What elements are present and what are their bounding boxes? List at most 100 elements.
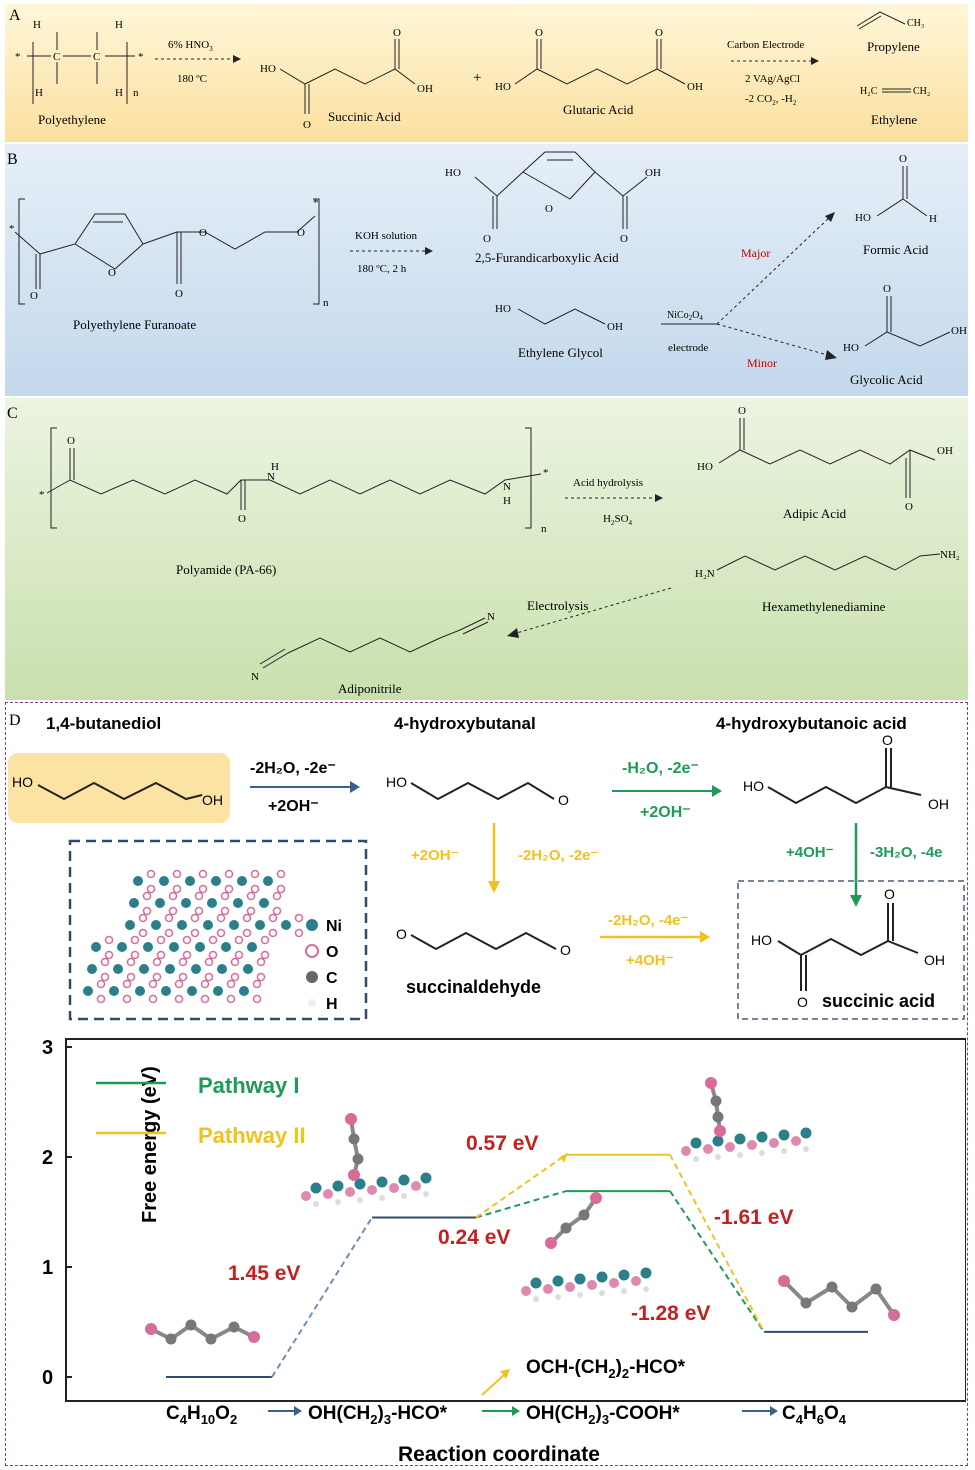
propylene-structure [856,11,906,30]
h-atom [379,1195,385,1201]
o-atom [198,884,208,894]
butanediol-highlight [8,753,230,823]
step3-left: +2OH⁻ [411,847,459,864]
y-tick-label: 0 [42,1367,53,1389]
ni-atom [161,986,171,996]
step1-bottom: +2OH⁻ [268,798,319,815]
o-atom [268,928,278,938]
o-atom [152,957,162,967]
o-atom [178,972,188,982]
state-4: C4H6O4 [782,1403,847,1427]
svg-text:O: O [882,732,893,748]
svg-text:HO: HO [445,167,461,179]
o-atom [96,994,106,1004]
o-atom [260,950,270,960]
adipic-acid-structure [718,418,936,498]
ni-atom [129,898,139,908]
o-atom [250,884,260,894]
legend-c: C [326,970,338,987]
y-tick-label: 3 [42,1037,53,1059]
y-axis-title: Free energy (eV) [139,1066,161,1223]
atom [846,1301,858,1313]
svg-text:CH₃: CH₃ [907,18,924,29]
svg-text:HO: HO [12,774,33,790]
o-atom [148,979,158,989]
o-atom [100,972,110,982]
atom [710,1095,722,1107]
formic-acid-name: Formic Acid [863,242,929,257]
atom [348,1133,360,1145]
h-atom [759,1150,765,1156]
major-label: Major [741,246,770,260]
o-atom [587,1280,597,1290]
o-atom [256,972,266,982]
atom [345,1113,357,1125]
panel-d-scheme: D 1,4-butanediol 4-hydroxybutanal 4-hydr… [8,712,967,1466]
h-atom [737,1152,743,1158]
atom [870,1283,882,1295]
atom [714,1125,726,1137]
svg-text:H: H [503,495,511,507]
svg-text:OH: OH [607,321,623,333]
succinic-acid-box [737,880,965,1020]
o-atom [565,1282,575,1292]
atom [545,1237,557,1249]
o-atom [631,1276,641,1286]
svg-text:O: O [393,27,401,39]
panel-c-label: C [7,405,18,422]
o-atom [224,869,234,879]
atom [560,1222,572,1234]
o-atom [208,935,218,945]
pa66-structure [46,427,542,529]
succinaldehyde-name: succinaldehyde [406,977,541,997]
o-atom [521,1286,531,1296]
o-atom [323,1189,333,1199]
svg-text:O: O [108,267,116,279]
h-atom [577,1292,583,1298]
atom [352,1153,364,1165]
succinic-acid-name-d: succinic acid [822,991,935,1011]
atom [348,1169,360,1181]
o-atom [272,891,282,901]
electrolysis-label: Electrolysis [527,598,588,613]
o-atom [204,957,214,967]
o-atom [148,994,158,1004]
svg-text:*: * [313,197,319,209]
energy-label-5: -1.28 eV [631,1302,710,1325]
o-atom [367,1185,377,1195]
o-atom [146,884,156,894]
ni-atom [239,986,249,996]
svg-text:H₂C: H₂C [860,86,878,97]
electrode-potential: 2 VAg/AgCl [745,73,800,85]
h2so4-label: H2SO4 [603,513,633,527]
pathway-2-connector [669,1154,765,1333]
svg-text:+: + [473,70,481,86]
svg-text:O: O [199,227,207,239]
o-atom [609,1278,619,1288]
step2-top: -H₂O, -2e⁻ [622,760,699,777]
conditions-label: 180 ºC, 2 h [357,263,407,275]
o-atom [174,979,184,989]
svg-text:O: O [797,994,808,1010]
panel-b-label: B [7,151,18,168]
o-atom [246,906,256,916]
o-atom [142,906,152,916]
svg-text:OH: OH [951,325,967,337]
o-atom [104,935,114,945]
acid-hydrolysis-label: Acid hydrolysis [573,477,643,489]
o-atom [182,935,192,945]
o-atom [389,1183,399,1193]
ni-atom [117,942,127,952]
hmda-name: Hexamethylenediamine [762,599,886,614]
loss-label: -2 CO2, -H2 [745,93,797,107]
butanediol-title: 1,4-butanediol [46,714,161,733]
o-atom [234,950,244,960]
o-atom [194,891,204,901]
ni-atom [191,964,201,974]
svg-text:O: O [545,203,553,215]
o-atom [294,913,304,923]
atom [145,1323,157,1335]
state-2: OH(CH2)3-HCO* [308,1403,448,1427]
